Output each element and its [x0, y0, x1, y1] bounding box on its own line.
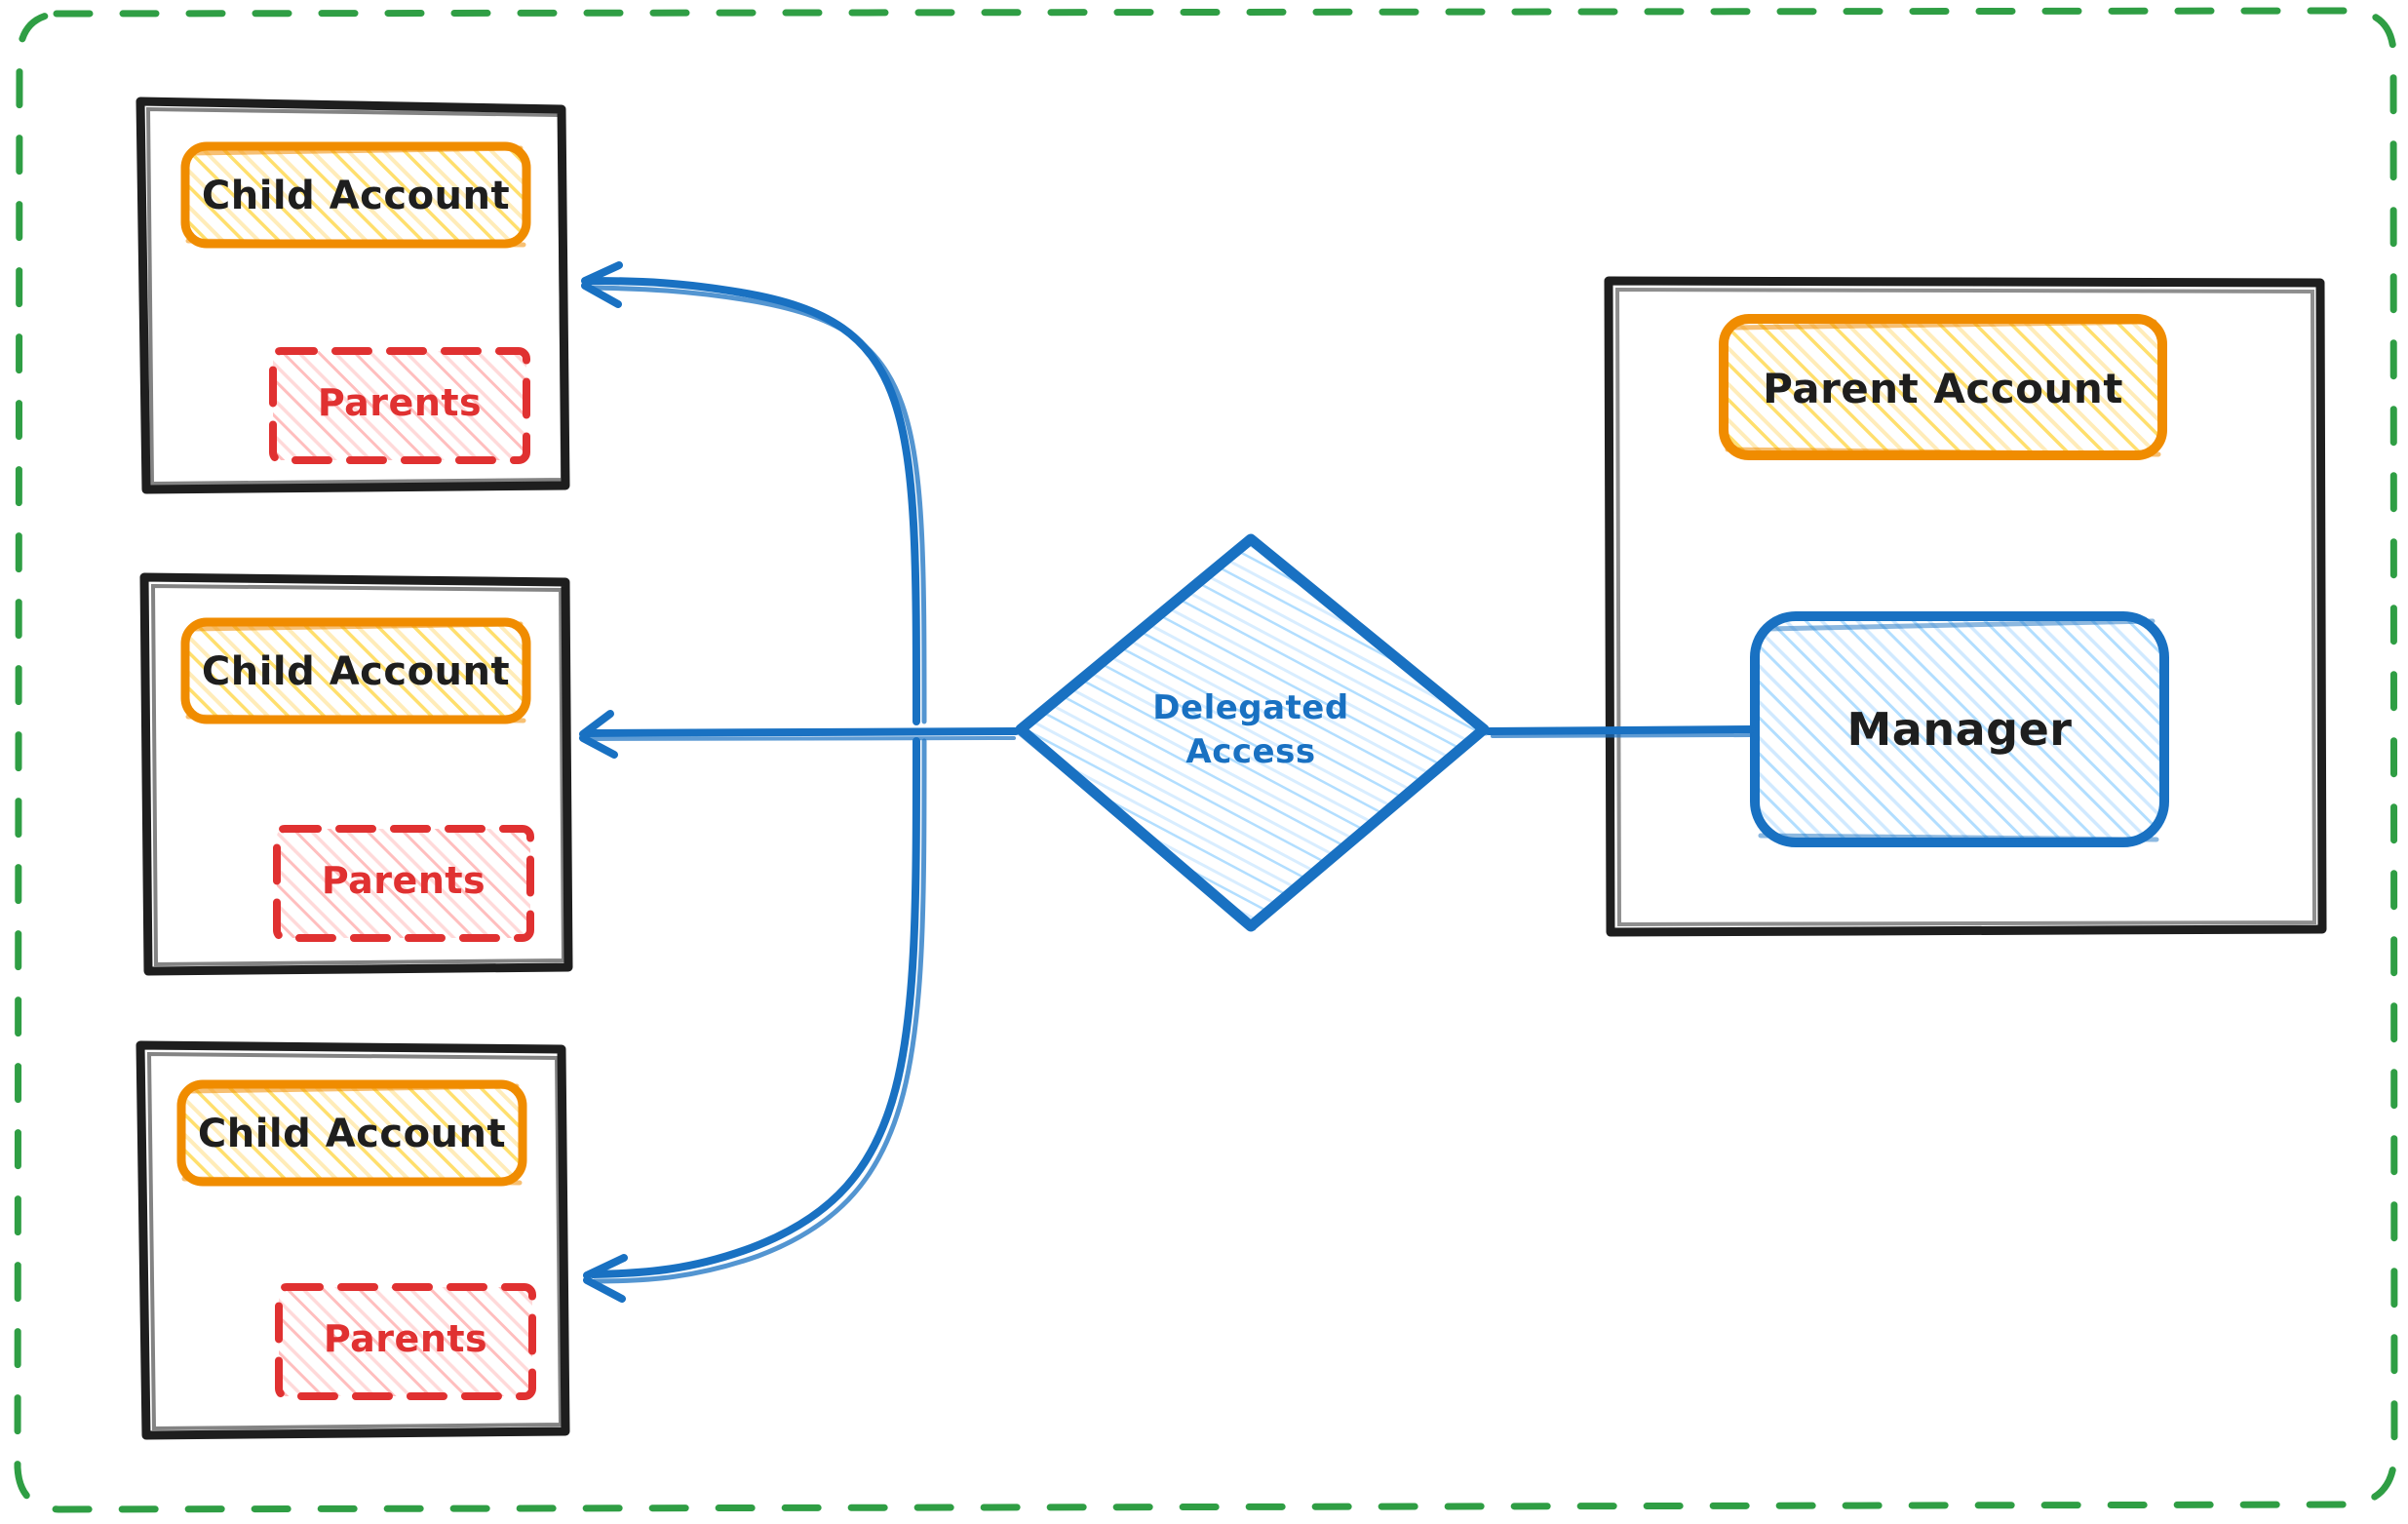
manager-box[interactable] — [1750, 611, 2169, 847]
connector-hub-to-child-2[interactable] — [579, 710, 1020, 759]
connector-hub-to-child-3[interactable] — [583, 737, 927, 1303]
parents-box-1[interactable] — [269, 347, 530, 464]
outer-boundary — [14, 7, 2398, 1513]
parents-box-2[interactable] — [273, 825, 534, 942]
child-account-pill-3[interactable] — [176, 1079, 527, 1187]
parent-account-pill[interactable] — [1719, 314, 2167, 460]
connector-manager-to-hub[interactable] — [1485, 725, 1756, 738]
child-account-pill-1[interactable] — [180, 141, 531, 249]
child-account-pill-2[interactable] — [180, 617, 531, 724]
connector-hub-to-child-1[interactable] — [581, 261, 927, 725]
parents-box-3[interactable] — [275, 1283, 536, 1400]
delegated-access-diamond[interactable] — [1015, 533, 1490, 932]
